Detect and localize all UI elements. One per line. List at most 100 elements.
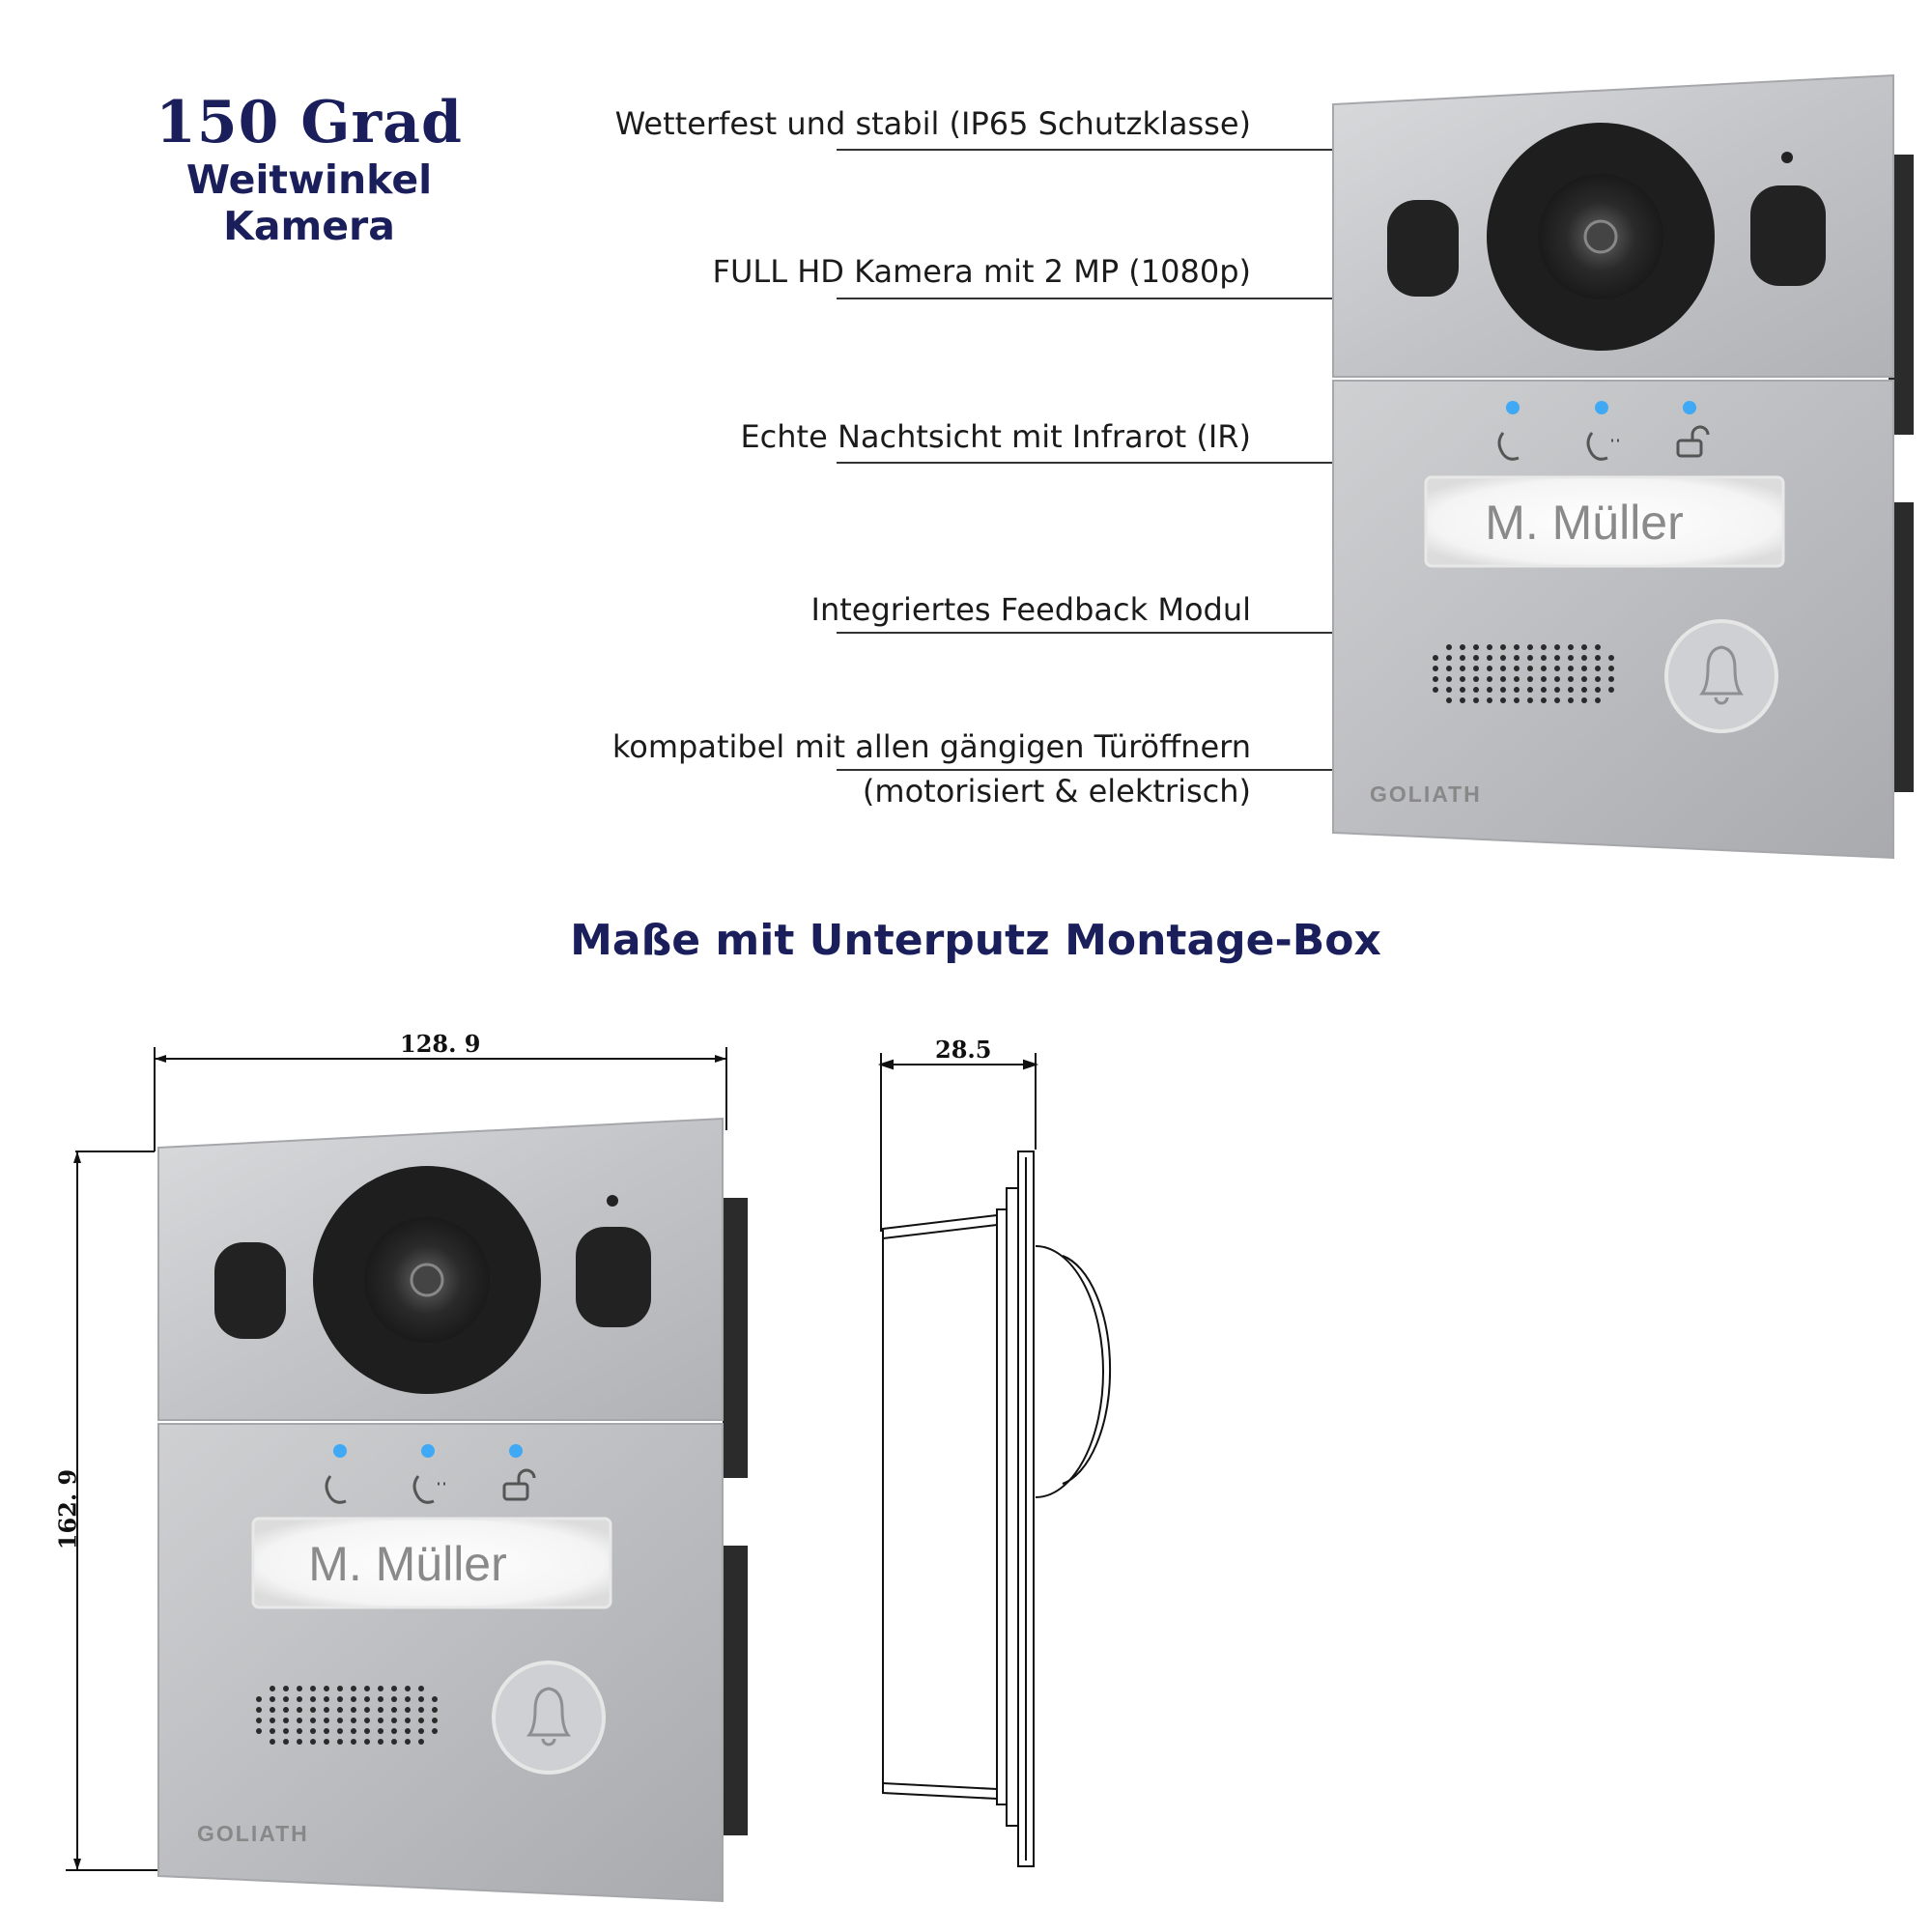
device-front-dimensioned: M. Müller GOLIATH (66, 1047, 748, 1903)
speaker-hole (1514, 644, 1520, 650)
speaker-hole (1541, 666, 1547, 671)
doorbell-button (1664, 619, 1778, 733)
speaker-hole (256, 1718, 262, 1723)
speaker-hole (1487, 687, 1492, 693)
status-led (333, 1444, 347, 1458)
speaker-hole (391, 1728, 397, 1734)
callout-line-compatible (837, 769, 1335, 771)
speaker-hole (1446, 644, 1452, 650)
ir-sensor-right (1750, 185, 1826, 286)
speaker-hole (418, 1739, 424, 1745)
speaker-hole (324, 1696, 329, 1702)
speaker-hole (1581, 655, 1587, 661)
speaker-hole (297, 1696, 302, 1702)
speaker-hole (405, 1686, 411, 1691)
speaker-hole (324, 1686, 329, 1691)
speaker-grille (1433, 644, 1614, 703)
speaker-hole (1568, 687, 1574, 693)
nameplate (1424, 475, 1785, 568)
phone-ring-icon (325, 1475, 347, 1504)
speaker-hole (391, 1718, 397, 1723)
speaker-hole (283, 1728, 289, 1734)
speaker-hole (1473, 687, 1479, 693)
speaker-hole (1500, 687, 1506, 693)
phone-ring-icon (1497, 432, 1520, 461)
speaker-hole (351, 1739, 356, 1745)
feature-compatible: kompatibel mit allen gängigen Türöffnern (611, 728, 1251, 765)
feature-feedback: Integriertes Feedback Modul (810, 591, 1251, 628)
speaker-hole (432, 1696, 438, 1702)
speaker-hole (364, 1718, 370, 1723)
speaker-hole (1554, 644, 1560, 650)
speaker-hole (418, 1707, 424, 1713)
speaker-hole (1527, 697, 1533, 703)
speaker-hole (1514, 655, 1520, 661)
speaker-hole (1527, 666, 1533, 671)
speaker-hole (1514, 676, 1520, 682)
speaker-hole (1581, 676, 1587, 682)
ir-sensor-left (1387, 200, 1459, 297)
speaker-hole (391, 1739, 397, 1745)
bell-icon (1699, 645, 1744, 705)
speaker-hole (270, 1707, 275, 1713)
speaker-hole (1568, 644, 1574, 650)
speaker-hole (432, 1718, 438, 1723)
speaker-hole (1446, 676, 1452, 682)
speaker-hole (1460, 655, 1465, 661)
speaker-hole (1554, 655, 1560, 661)
speaker-hole (1487, 666, 1492, 671)
speaker-hole (1487, 655, 1492, 661)
speaker-hole (418, 1728, 424, 1734)
speaker-hole (337, 1686, 343, 1691)
speaker-hole (1527, 687, 1533, 693)
speaker-hole (1608, 676, 1614, 682)
unlock-icon (1676, 439, 1703, 458)
speaker-hole (256, 1707, 262, 1713)
speaker-hole (1554, 697, 1560, 703)
speaker-hole (1568, 697, 1574, 703)
speaker-hole (270, 1696, 275, 1702)
feature-compatible-note: (motorisiert & elektrisch) (862, 773, 1251, 810)
mount-box-upper (723, 1198, 748, 1478)
width-dimension-label: 128. 9 (400, 1030, 481, 1058)
speaker-hole (1581, 697, 1587, 703)
speaker-hole (1460, 697, 1465, 703)
speaker-hole (297, 1718, 302, 1723)
speaker-hole (1541, 655, 1547, 661)
speaker-hole (324, 1718, 329, 1723)
headline-angle: 150 Grad (156, 89, 463, 156)
speaker-hole (297, 1686, 302, 1691)
speaker-hole (418, 1696, 424, 1702)
speaker-hole (351, 1718, 356, 1723)
speaker-hole (1595, 697, 1601, 703)
callout-line-nightvision (837, 462, 1335, 464)
speaker-hole (1541, 644, 1547, 650)
speaker-hole (1541, 697, 1547, 703)
speaker-hole (324, 1728, 329, 1734)
speaker-hole (378, 1728, 384, 1734)
speaker-hole (1433, 687, 1438, 693)
speaker-hole (1446, 655, 1452, 661)
height-dimension-label: 162. 9 (53, 1468, 82, 1550)
speaker-hole (1527, 644, 1533, 650)
callout-line-feedback (837, 632, 1335, 634)
speaker-hole (364, 1707, 370, 1713)
speaker-grille (256, 1686, 438, 1745)
speaker-hole (1514, 687, 1520, 693)
ir-sensor-left (214, 1242, 286, 1339)
speaker-hole (1527, 655, 1533, 661)
speaker-hole (283, 1718, 289, 1723)
status-led (509, 1444, 523, 1458)
speaker-hole (364, 1739, 370, 1745)
speaker-hole (297, 1707, 302, 1713)
speaker-hole (378, 1707, 384, 1713)
speaker-hole (351, 1696, 356, 1702)
depth-dimension-label: 28.5 (935, 1036, 992, 1064)
speaker-hole (1460, 666, 1465, 671)
speaker-hole (1473, 666, 1479, 671)
speaker-hole (1581, 687, 1587, 693)
speaker-hole (337, 1718, 343, 1723)
speaker-hole (1500, 676, 1506, 682)
speaker-hole (364, 1696, 370, 1702)
speaker-hole (1608, 655, 1614, 661)
